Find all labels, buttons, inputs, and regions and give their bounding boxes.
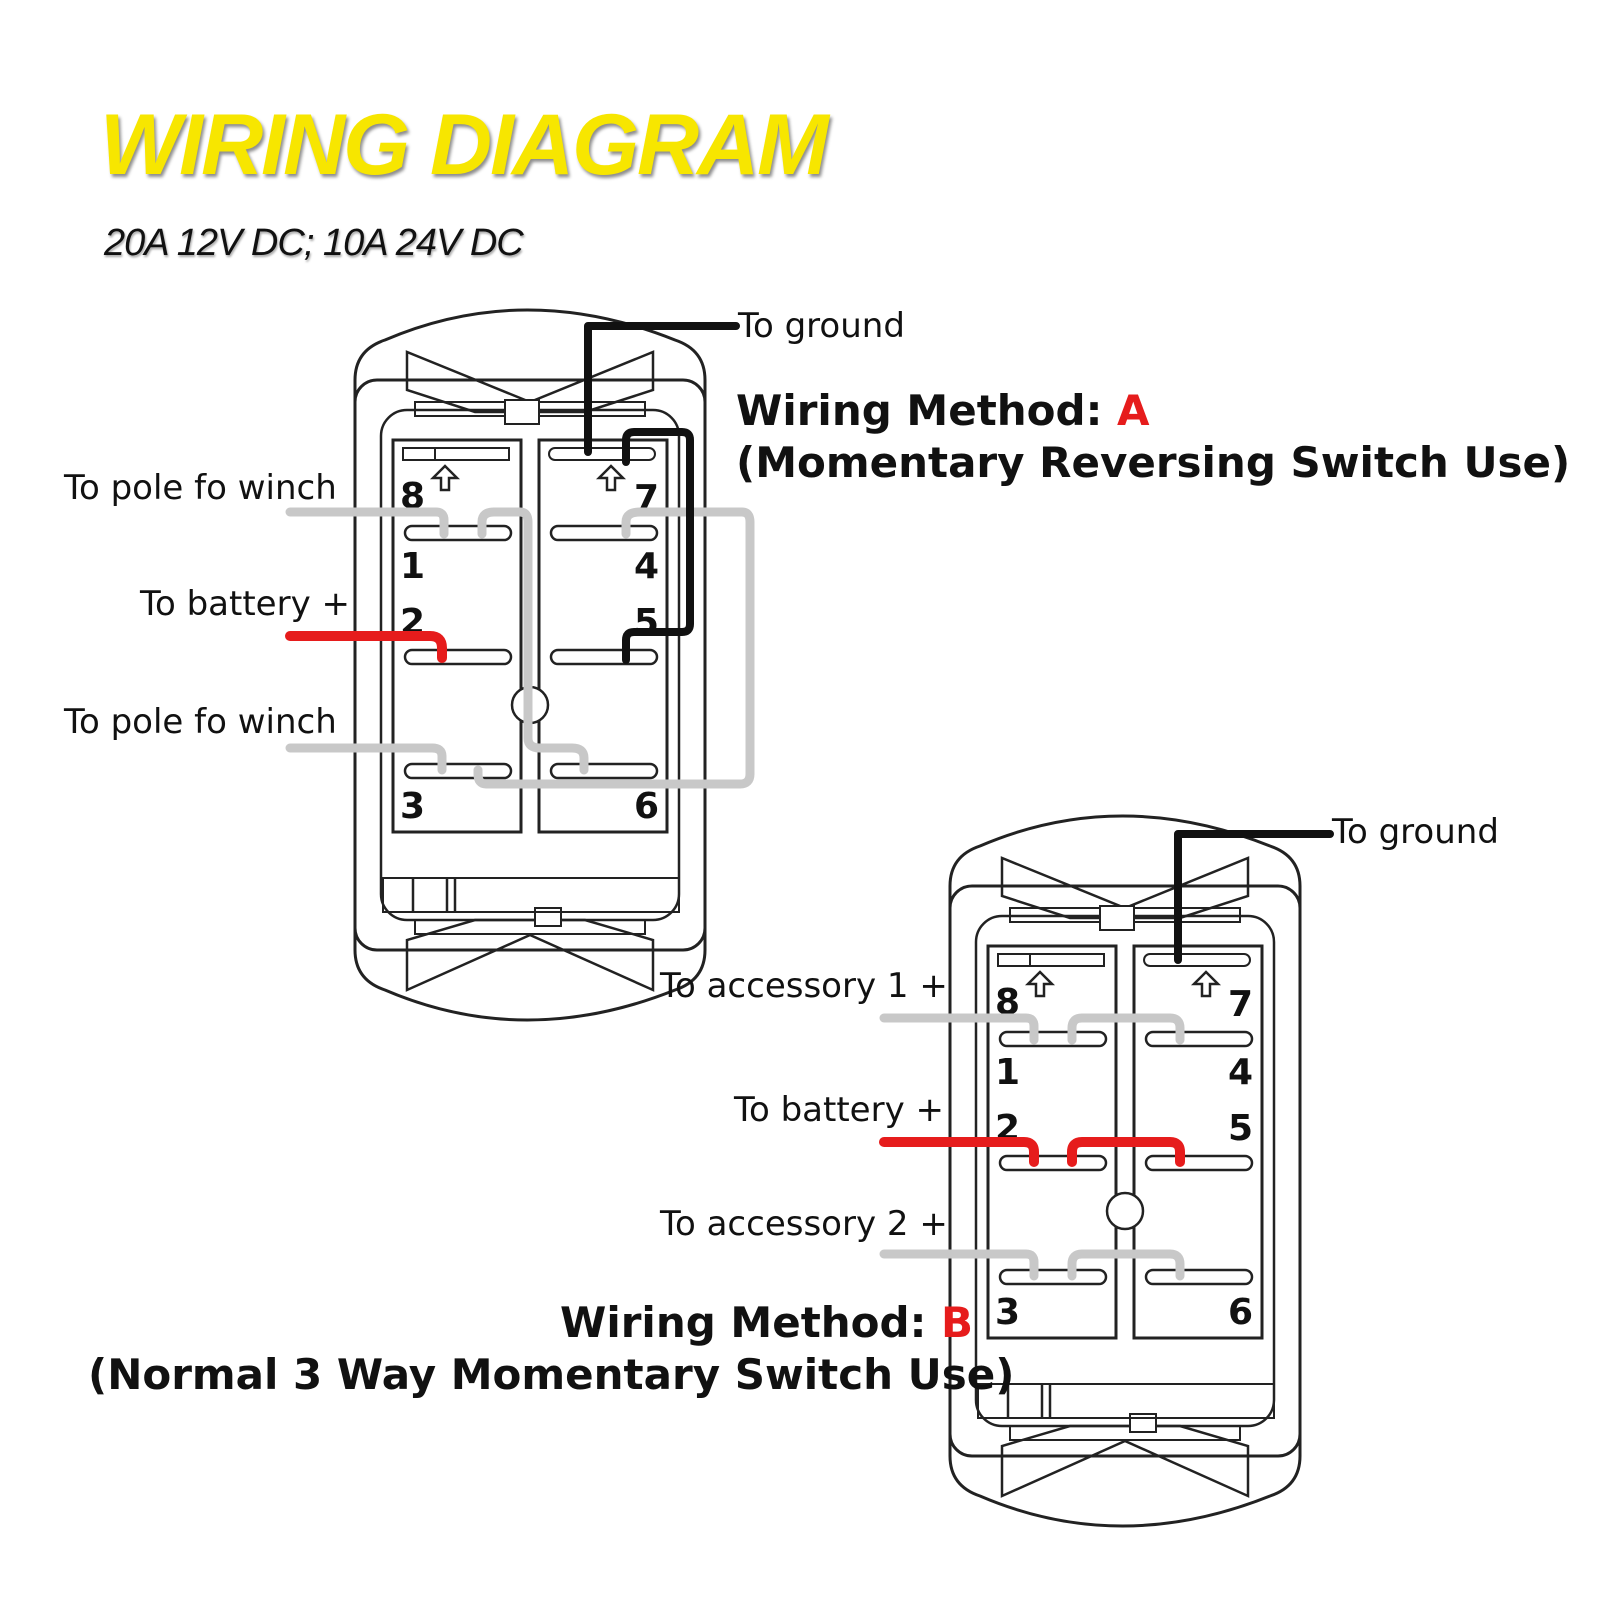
switch-a-method-letter: A	[1117, 386, 1150, 435]
switch-a-pole-bottom-label: To pole fo winch	[64, 702, 337, 742]
switch-a-wire-battery	[285, 631, 447, 663]
switch-b-wire-accessory1-jumper	[1067, 1013, 1185, 1045]
switch-b-battery-label: To battery +	[734, 1090, 944, 1130]
switch-a-method-desc: (Momentary Reversing Switch Use)	[736, 438, 1571, 487]
switch-b	[948, 814, 1302, 1528]
switch-b-terminal-6: 6	[1228, 1292, 1253, 1333]
rating-subtitle: 20A 12V DC; 10A 24V DC	[104, 222, 524, 264]
switch-b-method-desc: (Normal 3 Way Momentary Switch Use)	[88, 1350, 1015, 1399]
switch-b-terminal-1: 1	[995, 1052, 1020, 1093]
switch-b-wire-ground	[1174, 830, 1334, 964]
switch-b-terminal-5: 5	[1228, 1108, 1253, 1149]
switch-b-terminal-3: 3	[995, 1292, 1020, 1333]
switch-b-method-letter: B	[941, 1298, 974, 1347]
switch-a-battery-label: To battery +	[140, 584, 350, 624]
switch-a-terminal-4: 4	[634, 546, 659, 587]
switch-a-wire-ground-jumper	[622, 428, 694, 664]
switch-b-terminal-7: 7	[1228, 984, 1253, 1025]
switch-a-wire-ground	[584, 322, 740, 456]
switch-a-wire-pole-bottom	[285, 743, 447, 775]
switch-a-method-title: Wiring Method: A	[736, 386, 1150, 435]
switch-b-method-prefix: Wiring Method:	[560, 1298, 942, 1347]
switch-b-accessory1-label: To accessory 1 +	[660, 966, 948, 1006]
switch-b-wire-accessory2	[879, 1249, 1039, 1281]
switch-b-wire-accessory1	[879, 1013, 1039, 1045]
switch-a-wire-cross-2	[473, 507, 755, 789]
switch-b-ground-label: To ground	[1332, 812, 1499, 852]
switch-a-method-prefix: Wiring Method:	[736, 386, 1118, 435]
switch-b-wire-accessory2-jumper	[1067, 1249, 1185, 1281]
switch-a-pole-top-label: To pole fo winch	[64, 468, 337, 508]
switch-a-terminal-3: 3	[400, 786, 425, 827]
switch-a-ground-label: To ground	[738, 306, 905, 346]
switch-b-accessory2-label: To accessory 2 +	[660, 1204, 948, 1244]
switch-b-wire-battery-jumper	[1067, 1137, 1185, 1167]
switch-a-wire-pole-top	[285, 507, 449, 539]
page-title: WIRING DIAGRAM	[100, 97, 829, 193]
switch-b-wire-battery	[879, 1137, 1039, 1167]
switch-a-wire-cross-1	[477, 507, 589, 775]
switch-a-terminal-6: 6	[634, 786, 659, 827]
switch-b-method-title: Wiring Method: B	[560, 1298, 973, 1347]
switch-a-terminal-1: 1	[400, 546, 425, 587]
switch-b-terminal-4: 4	[1228, 1052, 1253, 1093]
switch-a-terminal-5: 5	[634, 602, 659, 643]
